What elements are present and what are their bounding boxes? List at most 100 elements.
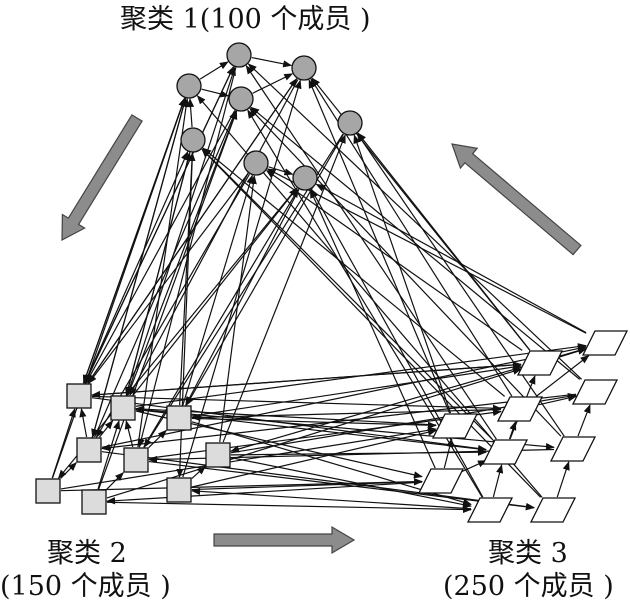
edge-a0-b0-0 (82, 98, 186, 384)
edge-b6-b0-i4 (51, 408, 76, 479)
edge-a2-b1-11 (129, 79, 299, 396)
cluster-1-node-1 (176, 73, 202, 99)
edge-b3-b0-i2 (79, 408, 88, 438)
edge-c4-a7-15 (353, 134, 452, 414)
edge-b8-b5-i6 (191, 465, 206, 480)
edge-c9-a3-9 (247, 109, 483, 498)
edge-b3-c8-6 (101, 451, 535, 511)
cluster-3-label: 聚类 3 (488, 538, 568, 569)
cluster-3-node-2 (516, 350, 564, 376)
edge-b7-a3-10 (98, 110, 238, 490)
flow-arrow-cluster1-to-cluster2 (61, 114, 143, 242)
edge-a6-b2-5 (185, 189, 300, 406)
edge-b7-b4-i1 (106, 472, 124, 490)
cluster-1-label: 聚类 1(100 个成员 ) (120, 4, 371, 35)
edge-c2-b3-7 (101, 393, 577, 452)
edge-b3-a3-5 (94, 110, 237, 438)
cluster-1-node-4 (228, 86, 254, 112)
cluster-1-node-5 (180, 127, 206, 153)
edge-b6-b3-i0 (60, 462, 77, 479)
edge-c5-a3-17 (249, 107, 562, 437)
cluster-2-node-5 (123, 447, 149, 473)
cluster-2-node-1 (66, 383, 92, 409)
edge-b8-a2-9 (182, 79, 302, 478)
edge-a0-b3-8 (91, 98, 187, 438)
edge-a2-b0-2 (87, 78, 298, 384)
edge-b4-b2-i8 (148, 429, 167, 449)
cluster-flow-arrows (61, 114, 582, 555)
edge-a1-b4-15 (137, 67, 237, 448)
cluster-2-node-8 (81, 489, 107, 515)
edge-b3-b1-i7 (98, 420, 114, 438)
cluster-2-label: 聚类 2 (47, 538, 127, 569)
edge-a3-b0-13 (85, 110, 236, 384)
edge-c6-a4-13 (201, 148, 493, 440)
cluster-3-node-9 (529, 497, 577, 523)
edge-b1-c5-2 (135, 408, 555, 451)
edge-b6-c7-9 (60, 478, 423, 492)
edge-c3-c2-i1 (538, 394, 577, 406)
cluster-2-node-2 (110, 395, 136, 421)
edge-b5-c9-21 (230, 457, 472, 509)
edge-c7-b7-5 (106, 481, 423, 505)
edge-b0-a4-2 (84, 151, 189, 384)
edge-a5-a6-i3 (268, 166, 294, 176)
flow-arrow-cluster3-to-cluster1 (451, 143, 582, 256)
edge-a0-a3-i4 (201, 88, 230, 98)
cluster-1-node-6 (243, 150, 269, 176)
cluster-3-member-count: (250 个成员 ) (443, 571, 614, 602)
edge-a1-a2-i5 (251, 56, 293, 68)
edge-a4-a0-i1 (186, 98, 195, 128)
edge-b0-c6-13 (91, 397, 487, 453)
edge-b4-a6-7 (143, 188, 299, 448)
edge-a3-a2-i2 (252, 73, 294, 94)
edge-b0-c3-1 (91, 395, 502, 412)
cluster-1-node-3 (291, 55, 317, 81)
edge-b1-a1-3 (126, 66, 236, 396)
edge-c3-a4-3 (202, 147, 506, 397)
cluster-3-node-8 (417, 468, 465, 494)
edge-a5-b0-6 (88, 172, 249, 384)
edge-b7-c9-10 (106, 501, 472, 514)
edge-a0-a1-i0 (199, 61, 229, 80)
edge-c0-a6-0 (315, 183, 587, 334)
edge-c6-a1-6 (245, 65, 497, 440)
edge-b2-c1-19 (191, 363, 522, 417)
edge-c4-a2-4 (308, 79, 451, 414)
edge-c1-b0-0 (91, 363, 522, 399)
edge-c8-c5-i5 (556, 461, 570, 498)
edge-c6-c3-i3 (508, 421, 517, 440)
edge-c2-a1-14 (247, 63, 583, 380)
cluster-3-node-3 (571, 379, 619, 405)
cluster-3-node-7 (481, 439, 529, 465)
edge-a1-b0-1 (84, 66, 235, 384)
edge-b8-c7-18 (191, 478, 423, 491)
node-layer (35, 42, 629, 523)
cluster-3-node-5 (431, 413, 479, 439)
edge-c3-b2-2 (191, 408, 502, 422)
cluster-1-node-7 (292, 165, 318, 191)
edge-b7-c1-11 (106, 367, 522, 499)
cluster-2-member-count: (150 个成员 ) (0, 571, 171, 602)
cluster-2-node-7 (35, 478, 61, 504)
edge-a4-b1-4 (124, 152, 191, 396)
edge-b4-b1-i3 (124, 420, 134, 448)
cluster-1-node-8 (337, 110, 363, 136)
cluster-1-node-2 (226, 42, 252, 68)
edge-c8-a4-19 (201, 148, 542, 498)
edge-c0-a5-12 (266, 168, 587, 334)
edge-b2-a5-17 (182, 174, 254, 406)
edge-c3-c0-i8 (535, 355, 590, 397)
edge-b7-b1-i5 (97, 420, 121, 490)
cluster-2-node-6 (205, 442, 231, 468)
edge-b5-a5-8 (219, 174, 257, 443)
edge-b2-c4-5 (191, 417, 437, 429)
cluster-2-node-9 (166, 477, 192, 503)
edge-c5-c2-i6 (577, 404, 591, 437)
flow-arrow-cluster2-to-cluster3 (213, 525, 356, 555)
edge-c7-c6-i9 (459, 460, 487, 473)
edge-a6-b6-9 (57, 187, 298, 479)
cluster-3-node-1 (581, 330, 629, 356)
cluster-3-node-10 (466, 497, 514, 523)
